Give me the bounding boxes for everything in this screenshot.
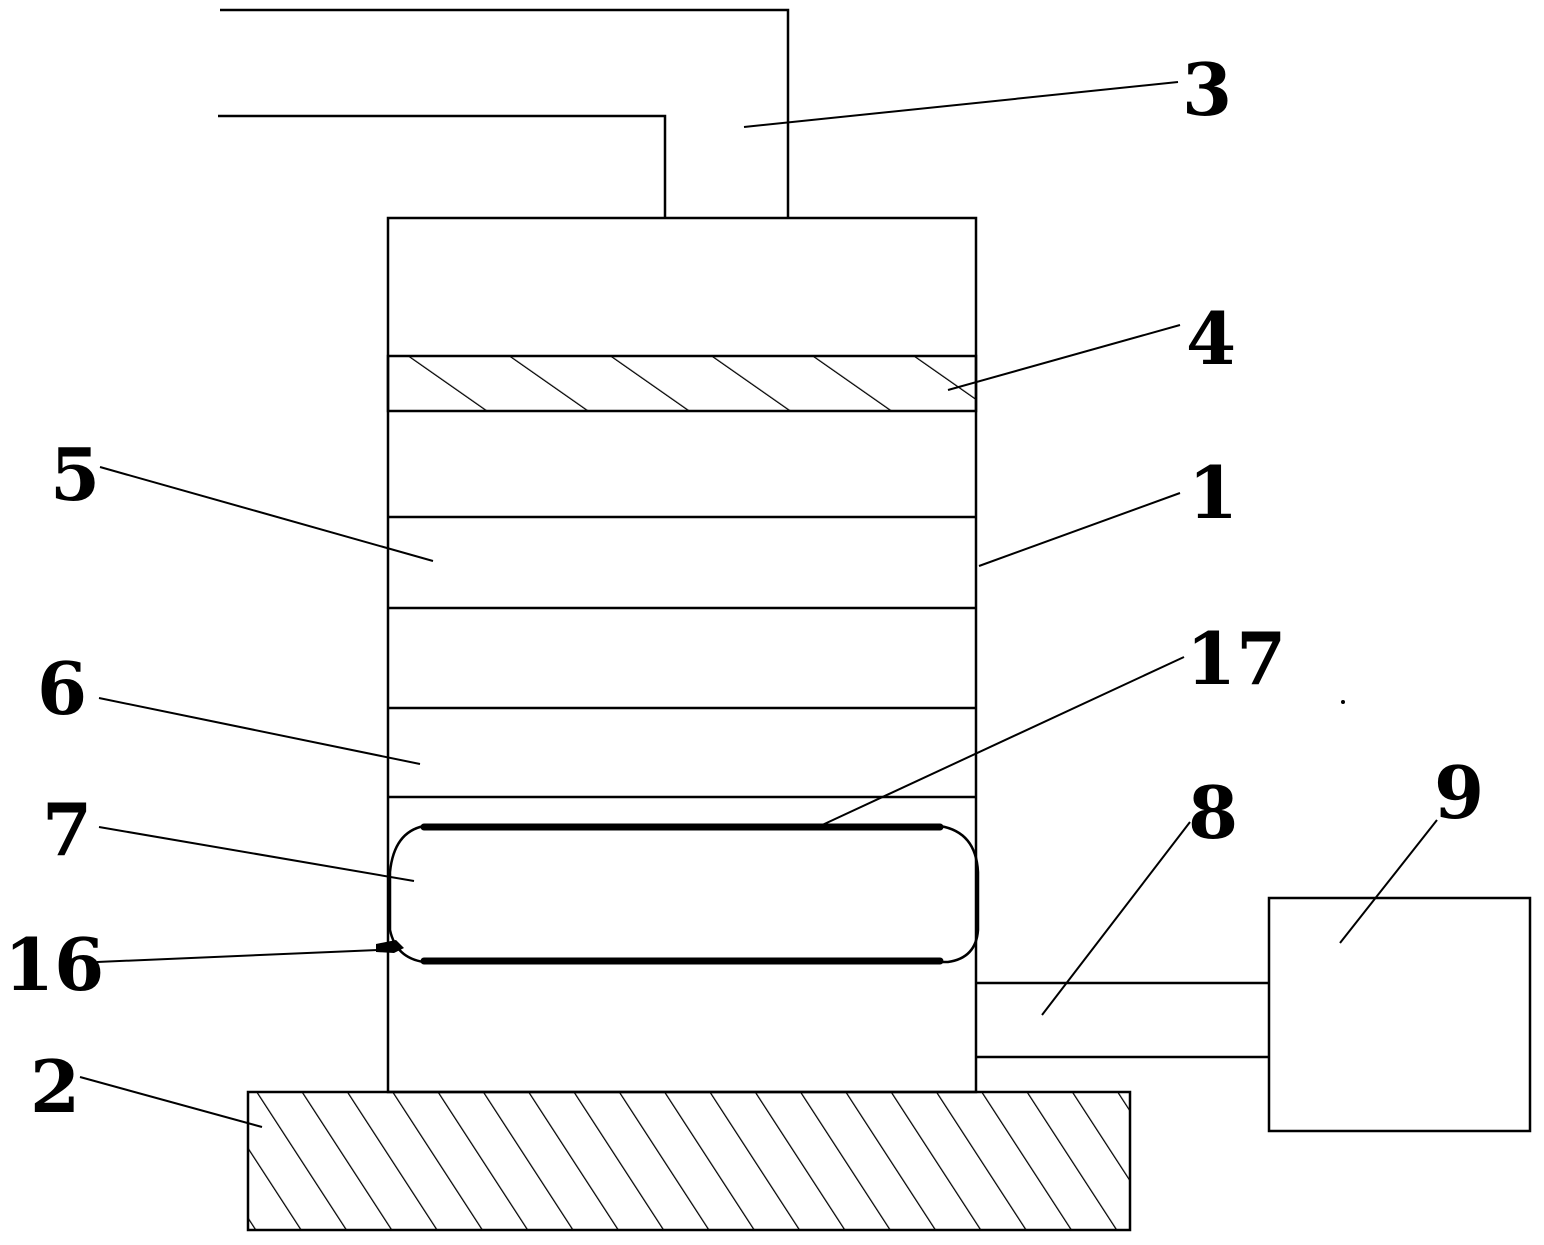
label-2: 2 [30,1044,80,1129]
leader-16 [96,949,379,963]
label-7: 7 [42,787,92,872]
connector [976,981,1269,1059]
leader-lines [79,81,1438,1128]
label-5: 5 [50,432,100,517]
reference-labels: 3 4 5 1 17 6 7 8 9 16 2 [4,47,1484,1129]
leader-17 [819,656,1185,827]
capsule-chamber [388,824,980,964]
hatched-plate [386,354,978,413]
label-6: 6 [37,646,87,731]
leader-2 [79,1076,263,1128]
label-16: 16 [4,922,104,1007]
leader-6 [98,697,421,765]
label-4: 4 [1186,296,1236,381]
label-1: 1 [1188,450,1238,535]
leader-3 [743,81,1179,128]
inner-feed-line [218,114,667,218]
leader-5 [99,466,434,562]
leader-9 [1339,819,1438,944]
label-17: 17 [1186,616,1286,701]
hatched-base [246,1090,1132,1232]
label-3: 3 [1182,47,1232,132]
leader-7 [98,826,415,882]
port-marker [376,940,404,953]
external-unit [1267,896,1532,1133]
leader-4 [947,324,1181,391]
layer-dividers [388,515,976,799]
outer-feed-line [220,8,790,218]
leader-8 [1041,821,1191,1016]
label-8: 8 [1188,770,1238,855]
label-9: 9 [1434,750,1484,835]
feed-lines [218,8,790,218]
stray-dot [1341,700,1345,704]
leader-1 [978,492,1181,567]
